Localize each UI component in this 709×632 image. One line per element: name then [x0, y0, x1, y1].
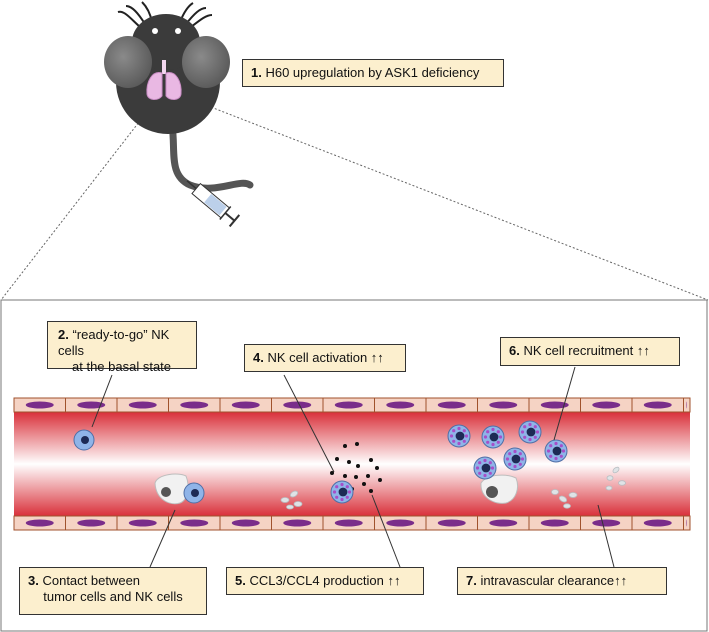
endothelial-cell	[477, 397, 530, 413]
chemokine-dot	[330, 471, 334, 475]
chemokine-dot	[369, 458, 373, 462]
chemokine-particles	[330, 442, 382, 493]
vessel-lumen	[14, 412, 690, 516]
chemokine-dot	[366, 474, 370, 478]
activated-nk-cell	[473, 456, 497, 480]
label-step-2-text: “ready-to-go” NK cells	[58, 327, 170, 358]
label-step-2: 2. “ready-to-go” NK cells at the basal s…	[47, 321, 197, 374]
syringe-icon	[186, 180, 241, 228]
nk-cells	[73, 420, 568, 504]
chemokine-dot	[378, 478, 382, 482]
chemokine-dot	[335, 457, 339, 461]
endothelial-cell	[13, 515, 66, 531]
endothelial-cell	[528, 515, 581, 531]
endothelial-cell	[683, 397, 691, 413]
activated-nk-cell	[447, 424, 471, 448]
endothelial-cell	[322, 515, 375, 531]
endothelial-cell	[116, 515, 169, 531]
chemokine-dot	[362, 482, 366, 486]
chemokine-dot	[369, 489, 373, 493]
endothelial-cell	[219, 397, 272, 413]
endothelial-cell	[116, 397, 169, 413]
chemokine-dot	[347, 460, 351, 464]
label-step-2-line2: at the basal state	[72, 359, 172, 374]
lung-icon	[146, 60, 182, 100]
endothelial-cell	[580, 397, 633, 413]
label-step-7-text: intravascular clearance↑↑	[480, 573, 628, 588]
vessel-wall-bottom	[13, 515, 691, 531]
label-step-5: 5. CCL3/CCL4 production ↑↑	[226, 567, 424, 595]
nk-cell	[73, 429, 95, 451]
zoom-line-left	[0, 103, 154, 301]
endothelial-cell	[374, 515, 427, 531]
tumor-cell	[480, 474, 519, 504]
activated-nk-cell	[503, 447, 527, 471]
chemokine-dot	[343, 474, 347, 478]
endothelial-cell	[168, 397, 221, 413]
blood-vessel	[13, 397, 691, 531]
endothelial-cell	[683, 515, 691, 531]
endothelial-cell	[477, 515, 530, 531]
mouse-illustration	[104, 1, 254, 228]
label-step-7: 7. intravascular clearance↑↑	[457, 567, 667, 595]
endothelial-cell	[271, 515, 324, 531]
endothelial-cell	[168, 515, 221, 531]
endothelial-cell	[528, 397, 581, 413]
endothelial-cell	[13, 397, 66, 413]
label-step-4-text: NK cell activation ↑↑	[267, 350, 384, 365]
nk-cell	[183, 482, 205, 504]
endothelial-cell	[425, 515, 478, 531]
activated-nk-cell	[518, 420, 542, 444]
label-step-3-text: Contact between	[42, 573, 141, 588]
endothelial-cell	[65, 515, 118, 531]
label-step-5-text: CCL3/CCL4 production ↑↑	[249, 573, 401, 588]
mouse-ear-right	[182, 36, 230, 88]
label-step-3: 3. Contact between tumor cells and NK ce…	[19, 567, 207, 615]
mouse-ear-left	[104, 36, 152, 88]
endothelial-cell	[322, 397, 375, 413]
tumor-debris	[280, 466, 626, 510]
label-step-1: 1. H60 upregulation by ASK1 deficiency	[242, 59, 504, 87]
endothelial-cell	[219, 515, 272, 531]
activated-nk-cell	[330, 480, 354, 504]
chemokine-dot	[355, 442, 359, 446]
endothelial-cell	[580, 515, 633, 531]
activated-nk-cell	[481, 425, 505, 449]
label-step-1-text: H60 upregulation by ASK1 deficiency	[265, 65, 480, 80]
endothelial-cell	[425, 397, 478, 413]
vessel-wall-top	[13, 397, 691, 413]
label-step-6-text: NK cell recruitment ↑↑	[523, 343, 650, 358]
label-step-6: 6. NK cell recruitment ↑↑	[500, 337, 680, 366]
label-step-4: 4. NK cell activation ↑↑	[244, 344, 406, 372]
endothelial-cell	[65, 397, 118, 413]
zoom-line-right	[184, 96, 709, 301]
endothelial-cell	[374, 397, 427, 413]
chemokine-dot	[356, 464, 360, 468]
chemokine-dot	[375, 466, 379, 470]
endothelial-cell	[631, 515, 684, 531]
chemokine-dot	[354, 475, 358, 479]
connector-lines	[91, 366, 615, 568]
label-step-3-line2: tumor cells and NK cells	[43, 589, 183, 604]
chemokine-dot	[343, 444, 347, 448]
endothelial-cell	[631, 397, 684, 413]
activated-nk-cell	[544, 439, 568, 463]
